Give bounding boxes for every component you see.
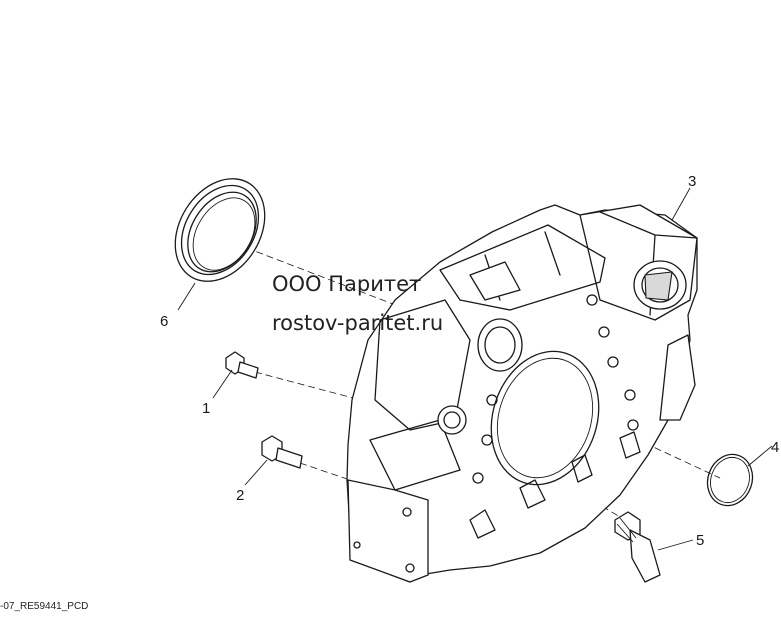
small-bolt-part — [225, 351, 259, 379]
callout-6: 6 — [160, 313, 168, 330]
fitting-part — [614, 511, 661, 583]
callout-2: 2 — [236, 487, 244, 504]
callout-3: 3 — [688, 173, 696, 190]
callout-1: 1 — [202, 400, 210, 417]
large-bolt-part — [261, 435, 303, 469]
watermark-company: ООО Паритет — [272, 272, 422, 296]
figure-id: -07_RE59441_PCD — [0, 601, 89, 612]
flywheel-housing-part — [346, 204, 698, 583]
leader-lines — [177, 187, 773, 551]
callout-4: 4 — [771, 439, 779, 456]
seal-ring-part — [174, 178, 266, 282]
callouts: 6 1 2 3 4 5 — [160, 173, 779, 549]
o-ring-part — [706, 453, 754, 507]
watermark-url: rostov-paritet.ru — [272, 311, 444, 335]
callout-5: 5 — [696, 532, 704, 549]
